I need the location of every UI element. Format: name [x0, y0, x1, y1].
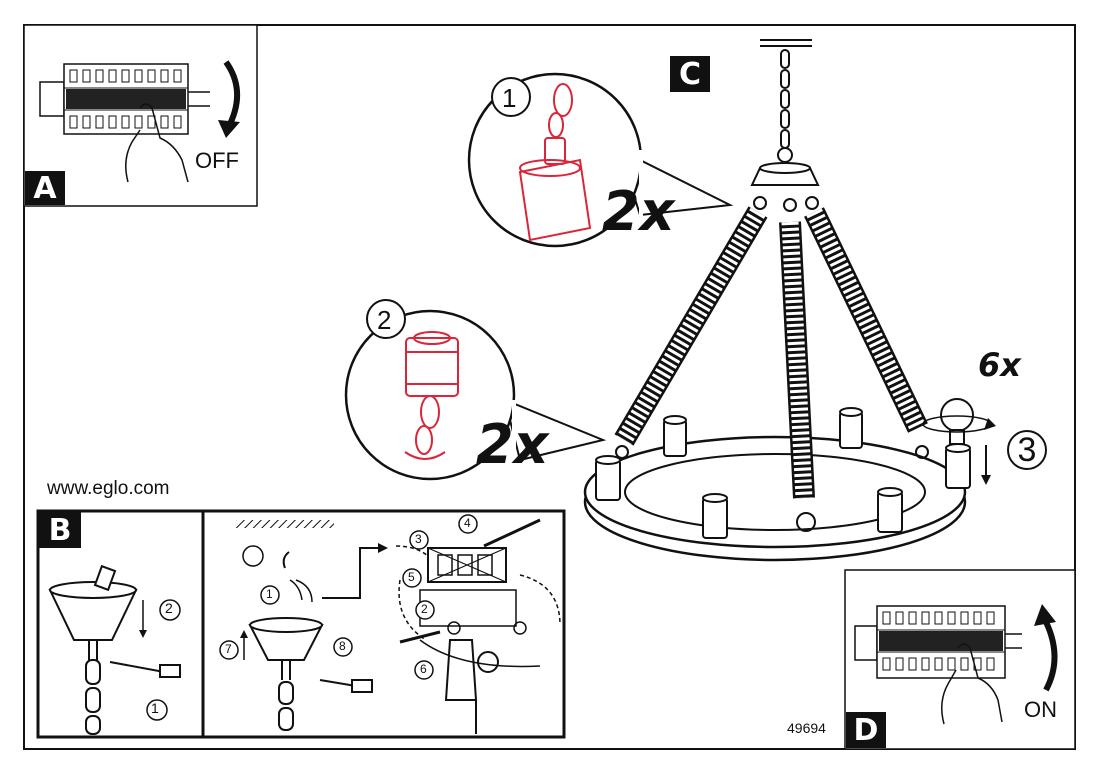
- coiled-arm-center: [779, 221, 815, 499]
- b-step-6: 6: [420, 662, 427, 676]
- b-step-8: 8: [339, 639, 346, 653]
- panel-a-badge: A: [25, 171, 65, 206]
- breaker-box-icon: [854, 605, 1022, 679]
- step-1-marker: 1: [502, 83, 517, 113]
- bulb-icon: [922, 398, 996, 445]
- panel-d-breaker-on: [844, 569, 1076, 750]
- coiled-arm-right: [804, 207, 928, 433]
- terminal-block-icon: [395, 518, 561, 734]
- b-step-2b: 2: [421, 602, 428, 616]
- detail-magnifier-bottom: [344, 299, 607, 481]
- ceiling-hatch: [236, 520, 334, 528]
- canopy-detach-step: [48, 564, 181, 735]
- panel-c-badge: C: [670, 56, 710, 92]
- ceiling-mark: [760, 39, 812, 47]
- hand-icon: [941, 643, 1003, 725]
- step-2-marker: 2: [377, 305, 392, 335]
- ring-frame: [583, 435, 967, 562]
- b-step-5: 5: [408, 570, 415, 584]
- b-step-4: 4: [464, 516, 471, 530]
- panel-c-chandelier: [344, 39, 996, 562]
- panel-b-installation: [36, 509, 566, 739]
- hanging-chain-icon: [777, 49, 793, 163]
- panel-b-badge: B: [39, 512, 81, 548]
- step-3-marker: 3: [1007, 430, 1047, 470]
- screwdriver-icon: [483, 518, 541, 548]
- wiring-step: [219, 514, 561, 734]
- ground-symbol-icon: [513, 621, 527, 635]
- detail-magnifier-top: [467, 72, 734, 248]
- turn-off-arrow-icon: [223, 60, 241, 126]
- bulb-count: 6x: [978, 346, 1021, 384]
- sheet-border: [23, 24, 1076, 750]
- hook-count-bottom: 2x: [476, 413, 549, 476]
- b-step-1: 1: [151, 700, 159, 716]
- switch-on-label: ON: [1024, 697, 1057, 722]
- turn-on-arrow-icon: [1041, 616, 1058, 692]
- ground-symbol-icon: [242, 545, 264, 567]
- hand-icon: [125, 103, 189, 183]
- candle-sockets: [595, 407, 971, 539]
- hook-detail-icon: [518, 83, 592, 242]
- connector-detail-icon: [404, 331, 459, 460]
- breaker-box-icon: [39, 63, 210, 135]
- b-step-2: 2: [165, 600, 173, 616]
- screwdriver-icon: [399, 630, 441, 644]
- hook-count-top: 2x: [602, 180, 675, 243]
- b-step-1b: 1: [266, 587, 273, 601]
- panel-d-badge: D: [846, 712, 886, 748]
- ground-symbol-icon: [447, 621, 461, 635]
- switch-off-label: OFF: [195, 148, 239, 173]
- b-step-3: 3: [415, 532, 422, 546]
- coiled-arm-left: [614, 206, 768, 446]
- b-step-7: 7: [225, 642, 232, 656]
- website-text: www.eglo.com: [47, 478, 170, 499]
- model-number: 49694: [787, 720, 826, 736]
